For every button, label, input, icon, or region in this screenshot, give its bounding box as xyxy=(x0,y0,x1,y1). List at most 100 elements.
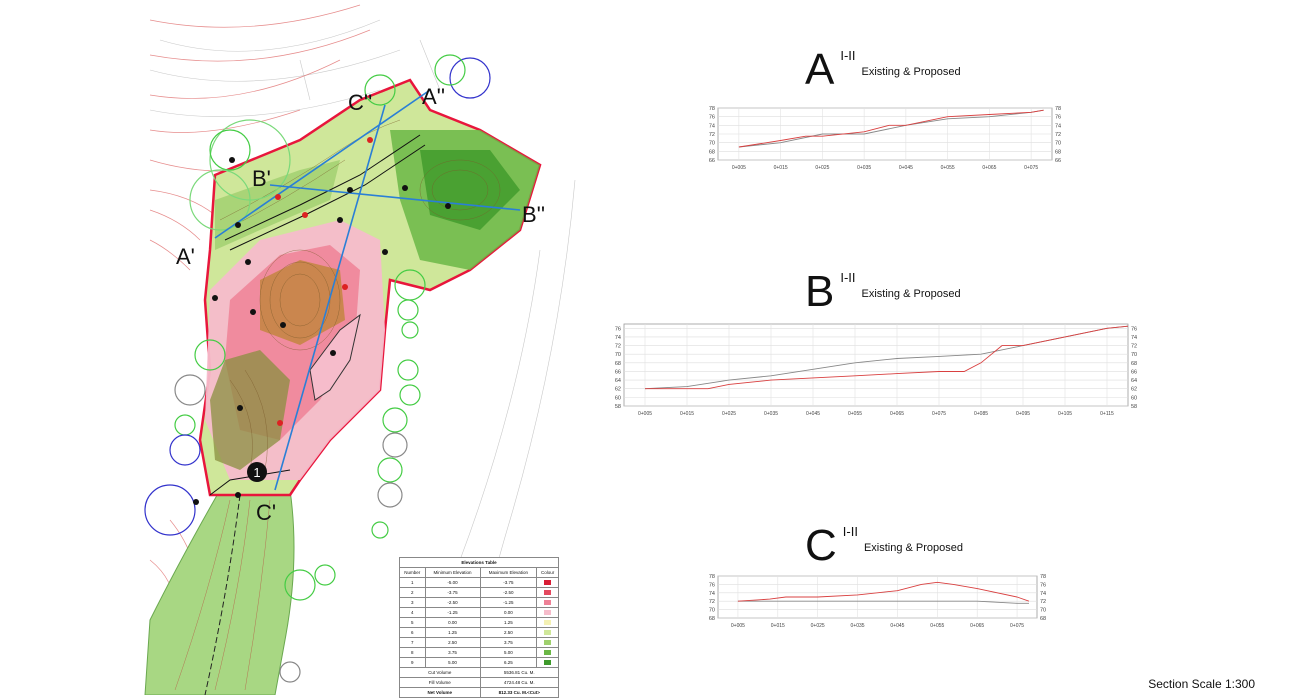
x-tick-label: 0+035 xyxy=(764,411,778,417)
row-colour xyxy=(536,627,559,638)
colour-swatch xyxy=(544,589,552,595)
y-tick-label-right: 74 xyxy=(1131,335,1137,341)
section-line-a xyxy=(214,89,431,239)
row-number: 5 xyxy=(399,617,426,628)
section-a-sup: I-II xyxy=(840,48,856,63)
row-number: 2 xyxy=(399,587,426,598)
existing-series-line xyxy=(738,109,1044,148)
row-number: 9 xyxy=(399,657,426,668)
y-tick-label-right: 78 xyxy=(1055,106,1061,112)
y-tick-label: 68 xyxy=(615,361,621,367)
y-tick-label-right: 68 xyxy=(1040,616,1046,622)
x-tick-label: 0+045 xyxy=(890,623,904,629)
y-tick-label-right: 70 xyxy=(1040,608,1046,614)
col-max-elevation: Maximum Elevation xyxy=(479,567,538,578)
row-max: 3.75 xyxy=(479,637,538,648)
row-max: -3.75 xyxy=(479,577,538,588)
section-b-subtitle: Existing & Proposed xyxy=(861,288,961,300)
plot-frame xyxy=(717,575,1038,619)
row-number: 1 xyxy=(399,577,426,588)
y-tick-label-right: 76 xyxy=(1055,115,1061,121)
label-b-prime: B' xyxy=(252,166,271,191)
existing-series-line xyxy=(737,600,1029,604)
row-min: -3.75 xyxy=(424,587,481,598)
y-tick-label-right: 72 xyxy=(1131,344,1137,350)
row-colour xyxy=(536,647,559,658)
x-tick-label: 0+025 xyxy=(815,165,829,171)
x-tick-label: 0+045 xyxy=(806,411,820,417)
y-tick-label: 66 xyxy=(709,158,715,164)
x-tick-label: 0+035 xyxy=(857,165,871,171)
y-tick-label-right: 58 xyxy=(1131,404,1137,410)
row-max: 5.00 xyxy=(479,647,538,658)
y-tick-label: 72 xyxy=(709,599,715,605)
x-tick-label: 0+025 xyxy=(811,623,825,629)
y-tick-label: 78 xyxy=(709,106,715,112)
row-min: -2.50 xyxy=(424,597,481,608)
y-tick-label-right: 72 xyxy=(1040,599,1046,605)
y-tick-label-right: 78 xyxy=(1040,574,1046,580)
x-tick-label: 0+005 xyxy=(731,623,745,629)
y-tick-label-right: 72 xyxy=(1055,132,1061,138)
colour-swatch xyxy=(544,659,552,665)
section-line-c xyxy=(274,104,386,491)
y-tick-label: 74 xyxy=(709,591,715,597)
section-c-subtitle: Existing & Proposed xyxy=(863,542,964,554)
y-tick-label: 74 xyxy=(615,335,621,341)
section-b-sup: I-II xyxy=(840,270,856,285)
x-tick-label: 0+075 xyxy=(932,411,946,417)
x-tick-label: 0+115 xyxy=(1100,411,1114,417)
x-tick-label: 0+065 xyxy=(890,411,904,417)
x-tick-label: 0+015 xyxy=(771,623,785,629)
row-min: 3.75 xyxy=(424,647,481,658)
net-volume-label: Net Volume xyxy=(399,687,481,698)
section-b-letter: B xyxy=(805,267,835,316)
label-b-double: B'' xyxy=(522,202,545,227)
x-tick-label: 0+065 xyxy=(982,165,996,171)
row-max: 6.25 xyxy=(479,657,538,668)
y-tick-label-right: 74 xyxy=(1040,591,1046,597)
y-tick-label-right: 68 xyxy=(1055,149,1061,155)
y-tick-label-right: 70 xyxy=(1131,352,1137,358)
y-tick-label: 76 xyxy=(615,326,621,332)
row-colour xyxy=(536,577,559,588)
row-max: -1.25 xyxy=(479,597,538,608)
section-a-letter: A xyxy=(805,45,835,94)
x-tick-label: 0+055 xyxy=(848,411,862,417)
elevations-table-title: Elevations Table xyxy=(399,557,559,568)
col-colour: Colour xyxy=(536,567,559,578)
col-min-elevation: Minimum Elevation xyxy=(424,567,481,578)
label-c-double: C'' xyxy=(348,90,372,115)
row-number: 7 xyxy=(399,637,426,648)
section-b-title: B I-II Existing & Proposed xyxy=(805,270,961,314)
y-tick-label-right: 68 xyxy=(1131,361,1137,367)
row-number: 8 xyxy=(399,647,426,658)
x-tick-label: 0+085 xyxy=(974,411,988,417)
y-tick-label: 62 xyxy=(615,387,621,393)
x-tick-label: 0+015 xyxy=(680,411,694,417)
x-tick-label: 0+065 xyxy=(970,623,984,629)
row-max: 2.50 xyxy=(479,627,538,638)
section-scale-note: Section Scale 1:300 xyxy=(1148,677,1255,691)
y-tick-label: 70 xyxy=(709,608,715,614)
x-tick-label: 0+005 xyxy=(732,165,746,171)
y-tick-label-right: 76 xyxy=(1040,582,1046,588)
row-number: 6 xyxy=(399,627,426,638)
section-c-letter: C xyxy=(805,521,837,570)
x-tick-label: 0+105 xyxy=(1058,411,1072,417)
x-tick-label: 0+035 xyxy=(851,623,865,629)
existing-series-line xyxy=(644,325,1129,390)
cut-volume-value: 5536.81 Cu. M. xyxy=(479,667,559,678)
y-tick-label-right: 60 xyxy=(1131,395,1137,401)
row-number: 3 xyxy=(399,597,426,608)
y-tick-label-right: 62 xyxy=(1131,387,1137,393)
table-row: 1-5.00-3.75 xyxy=(399,577,559,588)
